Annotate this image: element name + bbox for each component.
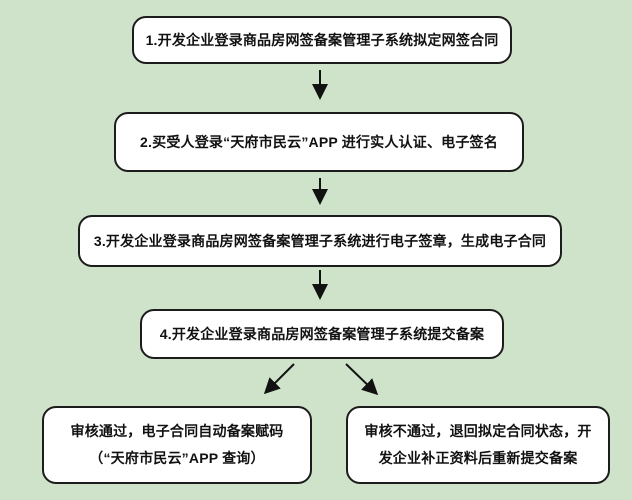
flow-step-2-label: 2.买受人登录“天府市民云”APP 进行实人认证、电子签名 <box>140 134 498 150</box>
flow-step-3-box: 3.开发企业登录商品房网签备案管理子系统进行电子签章，生成电子合同 <box>78 215 562 267</box>
arrow-down-right-icon <box>345 363 379 396</box>
outcome-rejected-label: 审核不通过，退回拟定合同状态，开发企业补正资料后重新提交备案 <box>364 422 592 466</box>
flow-step-4-box: 4.开发企业登录商品房网签备案管理子系统提交备案 <box>140 309 504 359</box>
outcome-approved-label: 审核通过，电子合同自动备案赋码（“天府市民云”APP 查询） <box>70 422 284 466</box>
flow-step-4-label: 4.开发企业登录商品房网签备案管理子系统提交备案 <box>159 326 485 342</box>
flow-step-1-label: 1.开发企业登录商品房网签备案管理子系统拟定网签合同 <box>145 32 499 48</box>
arrow-down-left-icon <box>263 363 295 395</box>
outcome-rejected-box: 审核不通过，退回拟定合同状态，开发企业补正资料后重新提交备案 <box>346 406 610 484</box>
outcome-approved-box: 审核通过，电子合同自动备案赋码（“天府市民云”APP 查询） <box>42 406 312 484</box>
flow-step-2-box: 2.买受人登录“天府市民云”APP 进行实人认证、电子签名 <box>114 112 524 172</box>
flow-step-1-box: 1.开发企业登录商品房网签备案管理子系统拟定网签合同 <box>132 16 512 64</box>
flow-step-3-label: 3.开发企业登录商品房网签备案管理子系统进行电子签章，生成电子合同 <box>93 233 547 249</box>
